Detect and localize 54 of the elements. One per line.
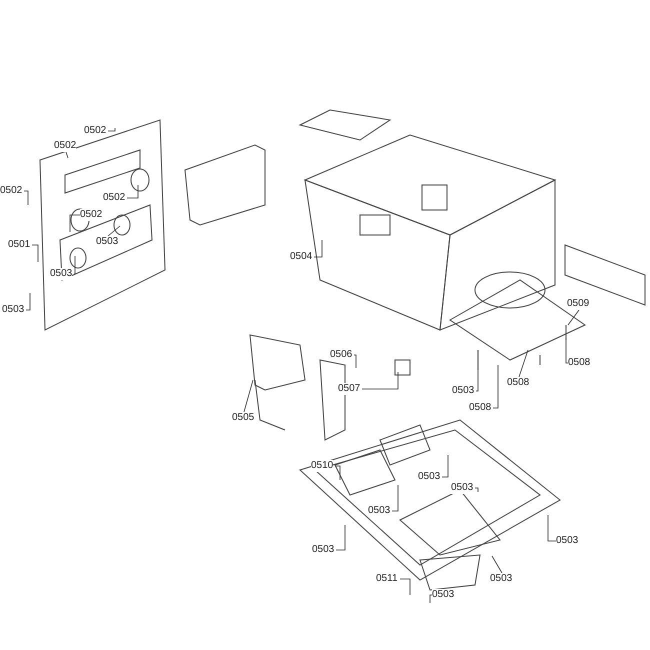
callout-number: 0502	[54, 140, 76, 151]
callout-number: 0503	[312, 544, 334, 555]
leader-line	[492, 556, 502, 574]
callout-number: 0503	[451, 482, 474, 493]
callout-number: 0511	[376, 573, 398, 584]
callout-number: 0503	[50, 268, 72, 279]
leader-line	[430, 594, 432, 604]
callout-number: 0502	[84, 125, 106, 136]
leader-line	[400, 578, 410, 596]
callout-number: 0502	[103, 192, 126, 203]
callout-number: 0503	[368, 505, 390, 516]
callout-number: 0502	[0, 185, 22, 196]
callout-number: 0502	[80, 209, 102, 220]
leader-line	[26, 292, 30, 310]
leader-line	[548, 514, 556, 542]
callout-number: 0503	[452, 385, 474, 396]
leader-line	[392, 484, 398, 512]
leader-line	[354, 354, 356, 368]
leader-line	[244, 380, 254, 412]
callout-number: 0509	[567, 298, 590, 309]
leader-line	[474, 488, 478, 492]
leader-line	[568, 310, 580, 326]
callout-number: 0508	[507, 377, 530, 388]
leader-line	[492, 364, 498, 408]
callout-number: 0504	[290, 251, 312, 262]
callout-number: 0508	[568, 357, 590, 368]
leader-line	[70, 214, 80, 232]
leader-line	[108, 128, 116, 132]
leader-line	[126, 184, 138, 198]
callout-number: 0503	[96, 236, 118, 247]
leader-line	[314, 240, 322, 258]
leader-line	[518, 350, 528, 378]
leader-line	[24, 190, 28, 206]
leader-line	[108, 226, 120, 236]
leader-line	[476, 350, 478, 392]
leader-line	[334, 466, 340, 480]
leader-line	[66, 152, 68, 158]
callout-number: 0503	[432, 589, 454, 600]
leader-line	[442, 454, 448, 478]
callout-number: 0503	[2, 304, 24, 315]
callout-number: 0503	[418, 471, 440, 482]
leader-line	[566, 338, 568, 364]
leader-line	[32, 244, 38, 262]
callout-number: 0503	[556, 535, 578, 546]
callout-number: 0501	[8, 239, 30, 250]
callout-number: 0503	[490, 573, 512, 584]
callout-number: 0508	[469, 402, 492, 413]
callout-number: 0506	[330, 349, 352, 360]
leader-line	[362, 372, 398, 390]
leader-line	[336, 524, 346, 550]
callout-number: 0507	[338, 383, 360, 394]
callout-number: 0505	[232, 412, 254, 423]
leader-line	[74, 256, 76, 274]
callout-number: 0510	[311, 460, 334, 471]
